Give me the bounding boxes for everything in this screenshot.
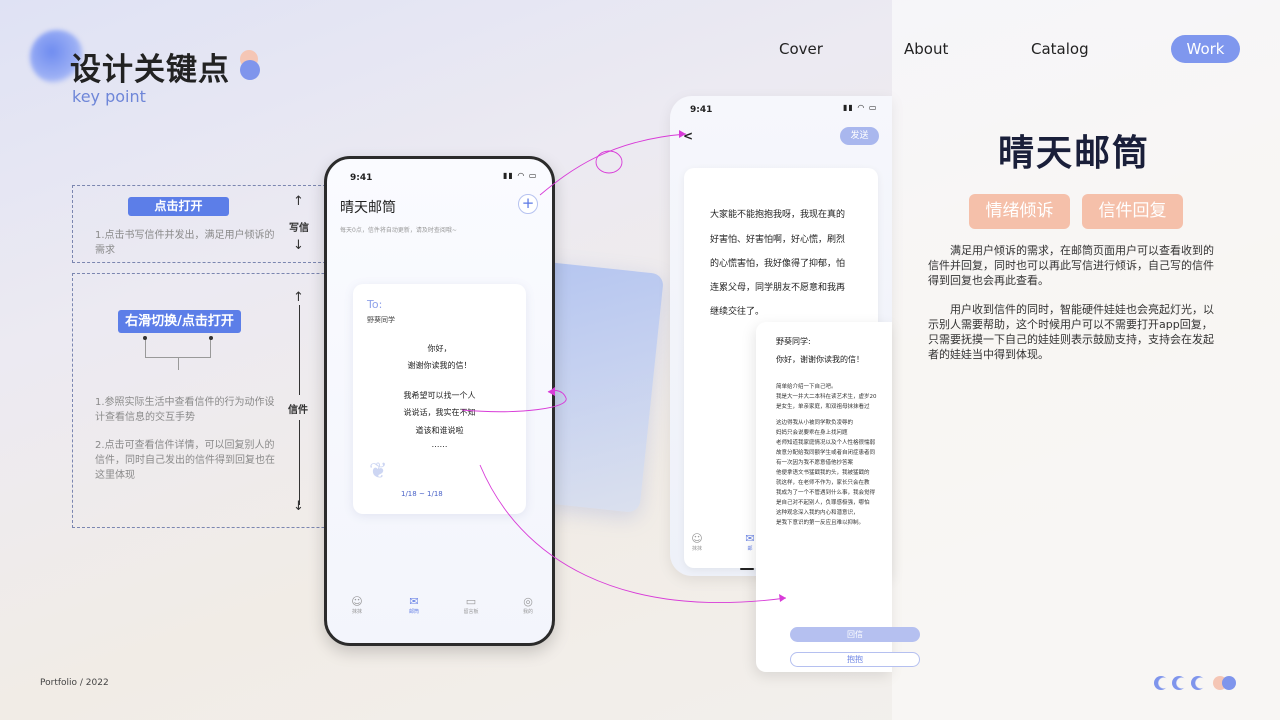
- letter-recipient: 野葵同学: [367, 316, 395, 324]
- letter-line: 道该和谁说啦: [415, 426, 464, 435]
- tab-mailbox[interactable]: ✉ 邮筒: [394, 595, 434, 615]
- tab-bar: ☺ 抹抹 ✉ 邮筒 ▭ 留言板 ◎ 我的: [337, 595, 548, 615]
- letter-line: 你好，: [427, 344, 452, 353]
- tab-mailbox[interactable]: ✉ 邮: [730, 532, 770, 552]
- letter-date: 1/18 ~ 1/18: [401, 490, 443, 498]
- letter-line: 连累父母，同学朋友不愿意和我再: [710, 283, 846, 293]
- arrow-down-icon: ↓: [293, 499, 304, 514]
- letters-note-1: 1.参照实际生活中查看信件的行为动作设计查看信息的交互手势: [95, 397, 275, 423]
- letter-line: 我希望可以找一个人: [403, 391, 476, 400]
- letter-line: ……: [431, 440, 448, 449]
- pagination-dot: [1172, 676, 1186, 690]
- tag-reply: 信件回复: [1082, 194, 1183, 229]
- tab-profile[interactable]: ◎ 我的: [508, 595, 548, 615]
- send-button[interactable]: 发送: [840, 127, 879, 145]
- status-time: 9:41: [350, 173, 373, 183]
- tab-doll[interactable]: ☺ 抹抹: [677, 532, 717, 552]
- vertical-line: [299, 305, 300, 395]
- connector-curve-bottom: [479, 464, 787, 603]
- connector-arrow-head: [779, 594, 786, 602]
- write-letter-button[interactable]: +: [518, 194, 538, 214]
- tap-open-label: 点击打开: [128, 197, 229, 216]
- swipe-open-label: 右滑切换/点击打开: [118, 310, 241, 333]
- connector-arrow-head: [548, 387, 555, 396]
- arrow-up-icon: ↑: [293, 194, 304, 209]
- home-indicator: [740, 568, 754, 570]
- letter-line: 说说话，我实在不知: [403, 408, 476, 417]
- pagination-dot-active: [1222, 676, 1236, 690]
- plus-icon: +: [521, 194, 535, 212]
- status-time: 9:41: [690, 105, 713, 115]
- phone-app-title: 晴天邮筒: [340, 200, 396, 216]
- nav-work[interactable]: Work: [1171, 35, 1240, 63]
- vertical-line: [299, 420, 300, 505]
- letter-line: 大家能不能抱抱我呀，我现在真的: [710, 210, 846, 220]
- mail-icon: ✉: [745, 532, 755, 545]
- leaf-icon: ❦: [369, 459, 388, 484]
- bracket-stem: [178, 358, 179, 370]
- connector-dot: [143, 336, 147, 340]
- letter-line: 继续交往了。: [710, 307, 765, 317]
- nav-about[interactable]: About: [904, 40, 949, 58]
- doll-icon: ☺: [691, 532, 703, 545]
- tag-emotion: 情绪倾诉: [969, 194, 1070, 229]
- page-subtitle: key point: [72, 87, 146, 106]
- letter-line: 好害怕、好害怕啊，好心慌，刷烈: [710, 235, 846, 245]
- connector-arrow-head: [679, 130, 686, 138]
- connector-dot: [209, 336, 213, 340]
- status-icons: ▮▮ ◠ ▭: [503, 171, 538, 180]
- tab-message-board[interactable]: ▭ 留言板: [451, 595, 491, 615]
- letters-note-2: 2.点击可查看信件详情，可以回复别人的信件，同时自己发出的信件得到回复也在这里体…: [95, 440, 275, 481]
- title-decoration-dot: [240, 60, 260, 80]
- mail-icon: ✉: [409, 595, 419, 608]
- letter-to: To:: [367, 298, 383, 311]
- nav-cover[interactable]: Cover: [779, 40, 823, 58]
- connector-curve-top: [539, 133, 687, 196]
- bracket-connector: [145, 338, 211, 358]
- letter-line: 的心慌害怕，我好像得了抑郁，怕: [710, 259, 846, 269]
- pagination-dot: [1191, 676, 1205, 690]
- letter-card[interactable]: To: 野葵同学 你好， 谢谢你读我的信！ 我希望可以找一个人 说说话，我实在不…: [353, 284, 526, 514]
- reply-letter-card: 野葵同学: 你好，谢谢你读我的信！ 简单给介绍一下自己吧。 我是大一井大二本科在…: [756, 322, 892, 672]
- reply-greeting: 你好，谢谢你读我的信！: [776, 355, 864, 364]
- pagination-dot: [1154, 676, 1168, 690]
- connector-curve-middle: [461, 389, 567, 413]
- arrow-down-icon: ↓: [293, 238, 304, 253]
- hug-button[interactable]: 抱抱: [790, 652, 920, 667]
- phone-app-subtitle: 每天0点，信件将自动更新，请及时查阅哦~: [340, 227, 457, 234]
- nav-catalog[interactable]: Catalog: [1031, 40, 1089, 58]
- profile-icon: ◎: [523, 595, 533, 608]
- board-icon: ▭: [465, 595, 477, 608]
- status-icons: ▮▮ ◠ ▭: [843, 103, 878, 112]
- app-name: 晴天邮筒: [998, 133, 1151, 174]
- back-icon[interactable]: <: [683, 129, 694, 143]
- connector-loop: [595, 150, 623, 174]
- right-panel: [892, 0, 1280, 720]
- reply-body: 简单给介绍一下自己吧。 我是大一井大二本科在读艺术生，虚岁20 是女生，单亲家庭…: [776, 384, 877, 526]
- footer-text: Portfolio / 2022: [40, 678, 109, 688]
- letters-label: 信件: [288, 405, 308, 416]
- reply-button[interactable]: 回信: [790, 627, 920, 642]
- write-note: 1.点击书写信件并发出，满足用户倾诉的需求: [95, 230, 275, 256]
- reply-recipient: 野葵同学:: [776, 337, 811, 346]
- doll-icon: ☺: [351, 595, 363, 608]
- letter-line: 谢谢你读我的信！: [407, 361, 472, 370]
- description-1: 满足用户倾诉的需求，在邮筒页面用户可以查看收到的信件并回复，同时也可以再此写信进…: [928, 244, 1214, 287]
- write-label: 写信: [289, 223, 309, 234]
- page-title: 设计关键点: [70, 52, 230, 88]
- arrow-up-icon: ↑: [293, 290, 304, 305]
- title-decoration: [30, 30, 84, 84]
- description-2: 用户收到信件的同时，智能硬件娃娃也会亮起灯光，以示别人需要帮助，这个时候用户可以…: [928, 303, 1214, 361]
- phone-mailbox: 9:41 ▮▮ ◠ ▭ 晴天邮筒 每天0点，信件将自动更新，请及时查阅哦~ + …: [324, 156, 555, 646]
- tab-doll[interactable]: ☺ 抹抹: [337, 595, 377, 615]
